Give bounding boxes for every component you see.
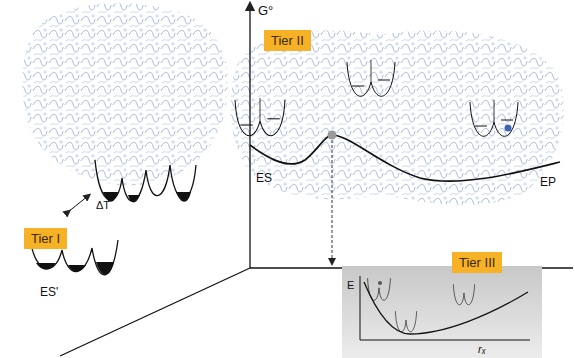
axis-label: E <box>347 280 354 291</box>
state-label: ES <box>256 172 272 184</box>
axis-label: rₓ <box>478 344 486 355</box>
state-label: ES' <box>40 286 58 298</box>
delta-t-label: ΔT <box>96 200 110 211</box>
axis-label: G° <box>258 4 273 17</box>
tier-label-box: Tier III <box>452 252 502 273</box>
tier-label: Tier II <box>271 33 304 48</box>
state-label: EP <box>540 176 556 188</box>
tier-label: Tier III <box>459 255 495 270</box>
tier-label-box: Tier II <box>264 30 311 51</box>
protein-left <box>22 3 228 185</box>
tier-label: Tier I <box>31 231 60 246</box>
protein-right <box>231 31 564 206</box>
tier-label-box: Tier I <box>24 228 67 249</box>
